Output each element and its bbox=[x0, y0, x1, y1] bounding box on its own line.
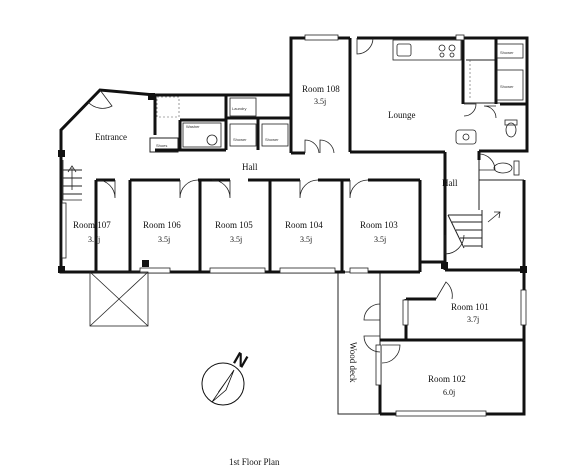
room-101-name: Room 101 bbox=[451, 302, 489, 312]
room-106-name: Room 106 bbox=[143, 220, 181, 230]
wood-deck-label: Wood deck bbox=[348, 342, 358, 383]
compass-needle-tail bbox=[211, 369, 235, 403]
room-101-size: 3.7j bbox=[467, 315, 479, 324]
lounge-label: Lounge bbox=[388, 110, 416, 120]
fixtures bbox=[62, 39, 524, 327]
room-107-name: Room 107 bbox=[73, 220, 111, 230]
room-105-size: 3.5j bbox=[230, 235, 242, 244]
room-103-size: 3.5j bbox=[374, 235, 386, 244]
north-letter: N bbox=[230, 348, 251, 372]
compass-circle bbox=[201, 362, 245, 406]
room-108-name: Room 108 bbox=[302, 84, 340, 94]
washer-label: Washer bbox=[186, 124, 200, 129]
entrance-label: Entrance bbox=[95, 132, 127, 142]
shower-label: Shower bbox=[500, 50, 514, 55]
room-105-name: Room 105 bbox=[215, 220, 253, 230]
room-108-size: 3.5j bbox=[314, 97, 326, 106]
doors bbox=[87, 37, 497, 364]
room-104-size: 3.5j bbox=[300, 235, 312, 244]
shower-label: Shower bbox=[265, 137, 279, 142]
laundry-label: Laundry bbox=[232, 106, 246, 111]
windows bbox=[61, 34, 527, 417]
plan-caption: 1st Floor Plan bbox=[229, 457, 280, 467]
dashed-lines bbox=[156, 60, 471, 118]
hall-label: Hall bbox=[442, 178, 458, 188]
room-102-name: Room 102 bbox=[428, 374, 466, 384]
shower-label: Shower bbox=[233, 137, 247, 142]
room-103-name: Room 103 bbox=[360, 220, 398, 230]
hall-label: Hall bbox=[242, 162, 258, 172]
pillars bbox=[58, 93, 527, 273]
room-106-size: 3.5j bbox=[158, 235, 170, 244]
room-107-size: 3.7j bbox=[88, 235, 100, 244]
shoes-label: Shoes bbox=[156, 143, 167, 148]
shower-label: Shower bbox=[500, 84, 514, 89]
room-104-name: Room 104 bbox=[285, 220, 323, 230]
thin-walls bbox=[63, 59, 524, 415]
compass: N bbox=[201, 348, 251, 406]
room-102-size: 6.0j bbox=[443, 388, 455, 397]
